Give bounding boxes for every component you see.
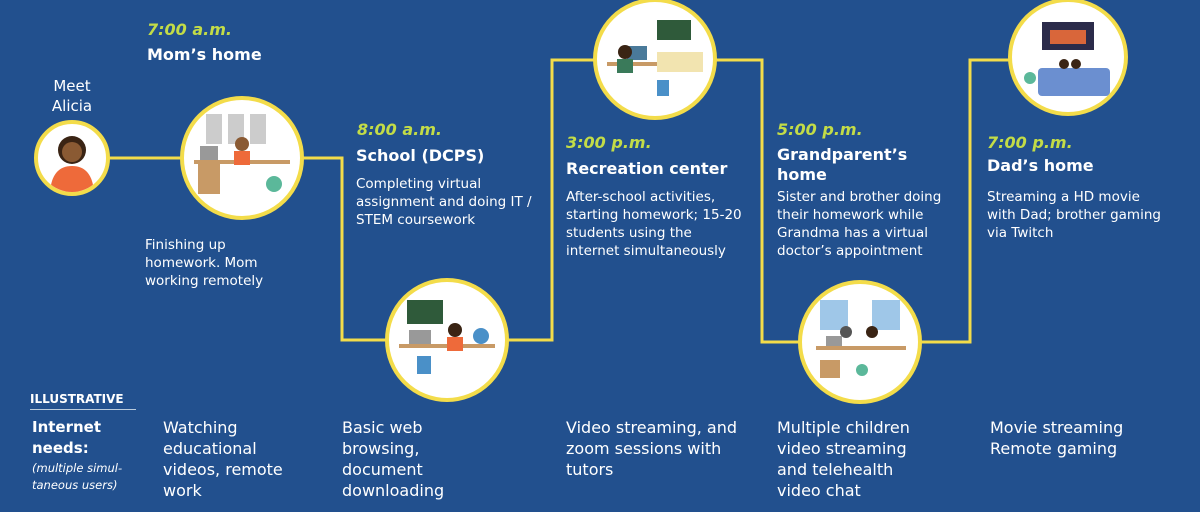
need-text: Video streaming, and zoom sessions with …: [566, 418, 737, 479]
need-text: Movie streaming Remote gaming: [990, 418, 1124, 458]
internet-needs-title: Internet needs:: [32, 418, 102, 457]
stop-place: Recreation center: [566, 159, 728, 178]
recreation-center-illustration: [593, 0, 717, 120]
need-text: Multiple children video streaming and te…: [777, 418, 910, 500]
dads-home-illustration: [1008, 0, 1128, 116]
grandparents-home-illustration: [798, 280, 922, 404]
stop-place: Grandparent’s home: [777, 145, 908, 184]
alicia-avatar: [34, 120, 110, 196]
moms-home-illustration: [180, 96, 304, 220]
stop-time: 7:00 p.m.: [987, 133, 1073, 152]
stop-time: 3:00 p.m.: [566, 133, 652, 152]
school-illustration: [385, 278, 509, 402]
stop-description: After-school activities, starting homewo…: [566, 189, 742, 259]
intro-label: Meet Alicia: [51, 77, 93, 115]
illustrative-tag: ILLUSTRATIVE: [30, 392, 136, 410]
stop-description: Finishing up homework. Mom working remot…: [145, 237, 264, 289]
stop-description: Completing virtual assignment and doing …: [356, 176, 532, 228]
internet-needs-note: (multiple simul-taneous users): [32, 461, 123, 492]
need-text: Basic web browsing, document downloading: [342, 418, 445, 500]
stop-description: Sister and brother doing their homework …: [777, 189, 942, 259]
need-text: Watching educational videos, remote work: [163, 418, 283, 500]
stop-place: School (DCPS): [356, 146, 485, 165]
stop-time: 5:00 p.m.: [777, 120, 863, 139]
stop-time: 8:00 a.m.: [357, 120, 442, 139]
stop-time: 7:00 a.m.: [147, 20, 232, 39]
stop-place: Dad’s home: [987, 156, 1094, 175]
stop-place: Mom’s home: [147, 45, 262, 64]
stop-description: Streaming a HD movie with Dad; brother g…: [987, 189, 1161, 241]
